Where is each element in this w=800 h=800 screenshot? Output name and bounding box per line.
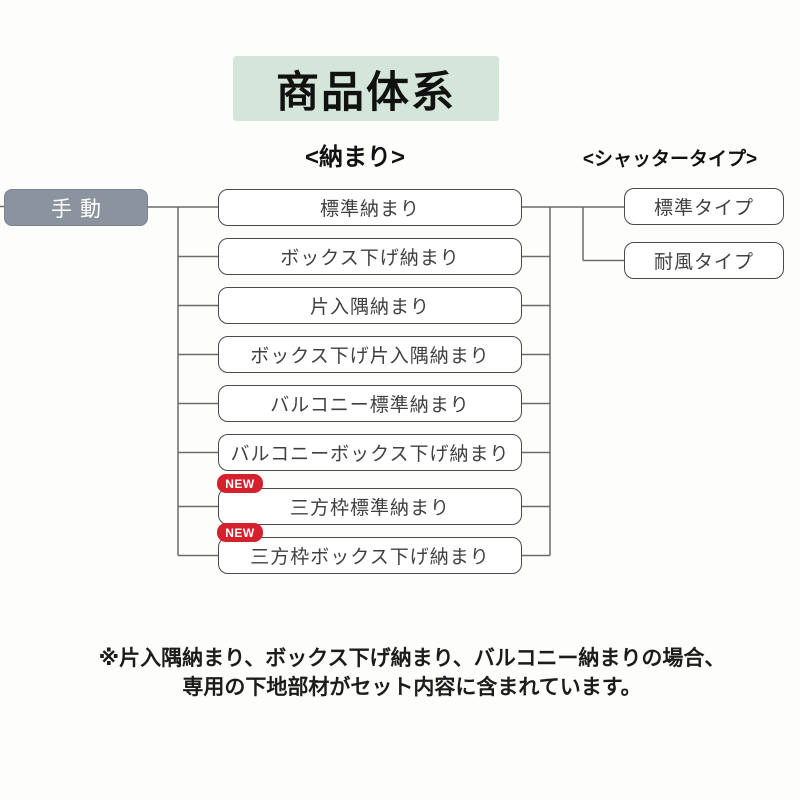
fitting-node: ボックス下げ納まり — [218, 238, 522, 275]
fitting-node: バルコニーボックス下げ納まり — [218, 434, 522, 471]
fitting-node: バルコニー標準納まり — [218, 385, 522, 422]
fitting-column-heading: <納まり> — [304, 144, 406, 171]
fitting-node: 三方枠標準納まり — [218, 488, 522, 525]
new-badge: NEW — [217, 523, 263, 542]
root-node-manual: 手動 — [4, 189, 148, 226]
fitting-node: 標準納まり — [218, 189, 522, 226]
footnote-line-2: 専用の下地部材がセット内容に含まれています。 — [182, 676, 642, 699]
new-badge: NEW — [217, 474, 263, 493]
fitting-node: 片入隅納まり — [218, 287, 522, 324]
page-title: 商品体系 — [233, 56, 499, 121]
shutter-column-heading: <シャッタータイプ> — [582, 149, 758, 170]
fitting-node: 三方枠ボックス下げ納まり — [218, 537, 522, 574]
shutter-type-node: 耐風タイプ — [624, 242, 784, 279]
footnote: ※片入隅納まり、ボックス下げ納まり、バルコニー納まりの場合、 専用の下地部材がセ… — [24, 644, 800, 702]
footnote-line-1: ※片入隅納まり、ボックス下げ納まり、バルコニー納まりの場合、 — [98, 647, 726, 670]
shutter-type-node: 標準タイプ — [624, 188, 784, 225]
fitting-node: ボックス下げ片入隅納まり — [218, 336, 522, 373]
